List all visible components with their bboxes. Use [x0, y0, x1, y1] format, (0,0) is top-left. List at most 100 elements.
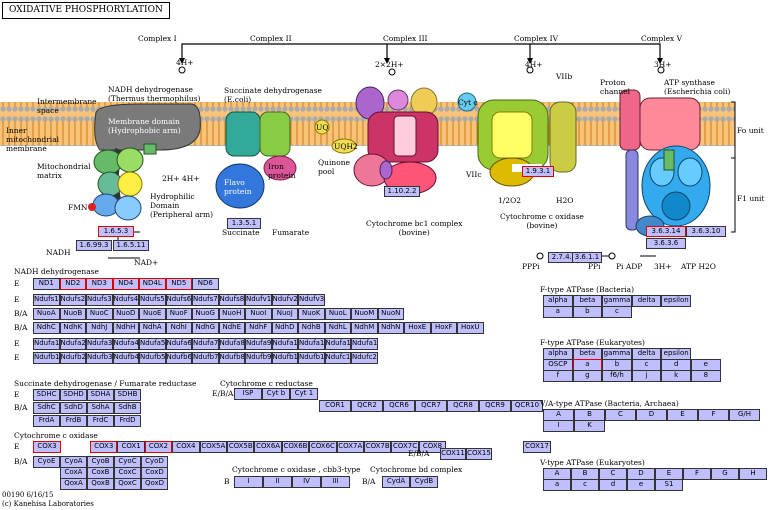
gene-box[interactable]: II	[263, 476, 292, 488]
gene-box[interactable]: a	[543, 306, 573, 318]
gene-box[interactable]: Ndufb9	[245, 352, 272, 364]
gene-box[interactable]: Ndufv2	[271, 294, 298, 306]
gene-box[interactable]: I	[543, 420, 574, 432]
gene-box[interactable]: NdhC	[33, 322, 60, 334]
gene-box[interactable]: F	[698, 409, 729, 421]
gene-box[interactable]: NdhJ	[86, 322, 113, 334]
gene-box[interactable]: SdhC	[33, 402, 60, 414]
gene-box[interactable]: NdhN	[377, 322, 404, 334]
gene-box[interactable]: Ndufs8	[218, 294, 245, 306]
gene-box[interactable]: Ndufa10	[271, 338, 298, 350]
gene-box[interactable]: Ndufs7	[192, 294, 219, 306]
gene-box[interactable]: C	[605, 409, 636, 421]
gene-box[interactable]: Ndufa2	[59, 338, 86, 350]
gene-box[interactable]: NdhE	[218, 322, 245, 334]
gene-box[interactable]: QoxC	[114, 478, 141, 490]
gene-box[interactable]: NuoN	[377, 308, 404, 320]
gene-box[interactable]: Ndufa6	[165, 338, 192, 350]
gene-box[interactable]: Cyt 1	[290, 388, 318, 400]
gene-box[interactable]: SDHA	[87, 389, 114, 401]
gene-box[interactable]: QCR2	[351, 400, 383, 412]
gene-box[interactable]: QCR7	[415, 400, 447, 412]
ec-box[interactable]: 1.6.5.11	[113, 240, 149, 251]
gene-box[interactable]: COX5B	[227, 441, 255, 453]
gene-box[interactable]: NdhM	[351, 322, 378, 334]
gene-box[interactable]: ISP	[234, 388, 262, 400]
gene-box[interactable]: SDHC	[33, 389, 60, 401]
gene-box[interactable]: ND4L	[139, 278, 166, 290]
gene-box[interactable]: Ndufs6	[165, 294, 192, 306]
gene-box[interactable]: CydB	[410, 476, 438, 488]
gene-box[interactable]: COX7B	[364, 441, 392, 453]
gene-box[interactable]: Cyt b	[262, 388, 290, 400]
gene-box[interactable]: Ndufa3	[86, 338, 113, 350]
gene-box[interactable]: COX7A	[336, 441, 364, 453]
gene-box[interactable]: Ndufs4	[112, 294, 139, 306]
gene-box[interactable]: Ndufs5	[139, 294, 166, 306]
gene-box[interactable]: SDHB	[114, 389, 141, 401]
gene-box[interactable]: NuoE	[139, 308, 166, 320]
gene-box[interactable]: NuoF	[165, 308, 192, 320]
gene-box[interactable]: c	[602, 306, 632, 318]
gene-box[interactable]: delta	[631, 295, 662, 307]
gene-box[interactable]: Ndufa12	[324, 338, 351, 350]
gene-box[interactable]: k	[661, 370, 691, 382]
gene-box[interactable]: QoxA	[60, 478, 87, 490]
ec-box[interactable]: 1.3.5.1	[227, 218, 261, 229]
gene-box[interactable]: NdhA	[139, 322, 166, 334]
gene-box[interactable]: NdhG	[192, 322, 219, 334]
gene-box[interactable]: ND5	[165, 278, 192, 290]
gene-box[interactable]: QoxB	[87, 478, 114, 490]
gene-box[interactable]: Ndufa5	[139, 338, 166, 350]
gene-box[interactable]: SdhA	[87, 402, 114, 414]
gene-box[interactable]: COX17	[523, 441, 551, 453]
gene-box[interactable]: Ndufb11	[298, 352, 325, 364]
gene-box[interactable]: Ndufa7	[192, 338, 219, 350]
gene-box[interactable]: COX11	[440, 448, 466, 460]
gene-box[interactable]: D	[627, 468, 655, 480]
gene-box[interactable]: Ndufb1	[33, 352, 60, 364]
gene-box[interactable]: b	[572, 306, 603, 318]
ec-box[interactable]: 1.10.2.2	[384, 186, 420, 197]
ec-box[interactable]: 3.6.3.14	[646, 226, 686, 237]
gene-box[interactable]: SDHD	[60, 389, 87, 401]
gene-box[interactable]: FrdB	[60, 415, 87, 427]
gene-box[interactable]: CydA	[382, 476, 410, 488]
gene-box[interactable]: NuoM	[351, 308, 378, 320]
gene-box[interactable]: FrdA	[33, 415, 60, 427]
gene-box[interactable]: NuoG	[192, 308, 219, 320]
gene-box[interactable]: Ndufb8	[218, 352, 245, 364]
gene-box[interactable]: D	[636, 409, 667, 421]
gene-box[interactable]: K	[574, 420, 605, 432]
gene-box[interactable]: Ndufb4	[112, 352, 139, 364]
gene-box[interactable]: QCR9	[479, 400, 511, 412]
gene-box[interactable]: Ndufa4	[112, 338, 139, 350]
gene-box[interactable]: NdhB	[298, 322, 325, 334]
gene-box[interactable]: HoxF	[430, 322, 457, 334]
ec-box[interactable]: 1.9.3.1	[522, 166, 554, 177]
gene-box[interactable]: CyoE	[33, 456, 60, 468]
gene-box[interactable]: COX3	[90, 441, 118, 453]
ec-box[interactable]: 3.6.3.10	[686, 226, 726, 237]
gene-box[interactable]: Ndufb10	[271, 352, 298, 364]
gene-box[interactable]: f	[543, 370, 573, 382]
gene-box[interactable]: NdhF	[245, 322, 272, 334]
gene-box[interactable]: Ndufc1	[324, 352, 351, 364]
gene-box[interactable]: COR1	[319, 400, 351, 412]
gene-box[interactable]: Ndufa1	[33, 338, 60, 350]
gene-box[interactable]: Ndufb2	[59, 352, 86, 364]
gene-box[interactable]: NuoI	[245, 308, 272, 320]
gene-box[interactable]: NuoH	[218, 308, 245, 320]
ec-box[interactable]: 3.6.1.1	[572, 252, 602, 263]
gene-box[interactable]: SdhB	[114, 402, 141, 414]
gene-box[interactable]: COX6A	[254, 441, 282, 453]
gene-box[interactable]: QoxD	[141, 478, 168, 490]
gene-box[interactable]: SdhD	[60, 402, 87, 414]
gene-box[interactable]: F	[683, 468, 711, 480]
gene-box[interactable]: I	[234, 476, 263, 488]
gene-box[interactable]: H	[739, 468, 767, 480]
gene-box[interactable]: NuoD	[112, 308, 139, 320]
ec-box[interactable]: 3.6.3.6	[646, 238, 686, 249]
gene-box[interactable]: COX3	[33, 441, 61, 453]
gene-box[interactable]: QCR8	[447, 400, 479, 412]
